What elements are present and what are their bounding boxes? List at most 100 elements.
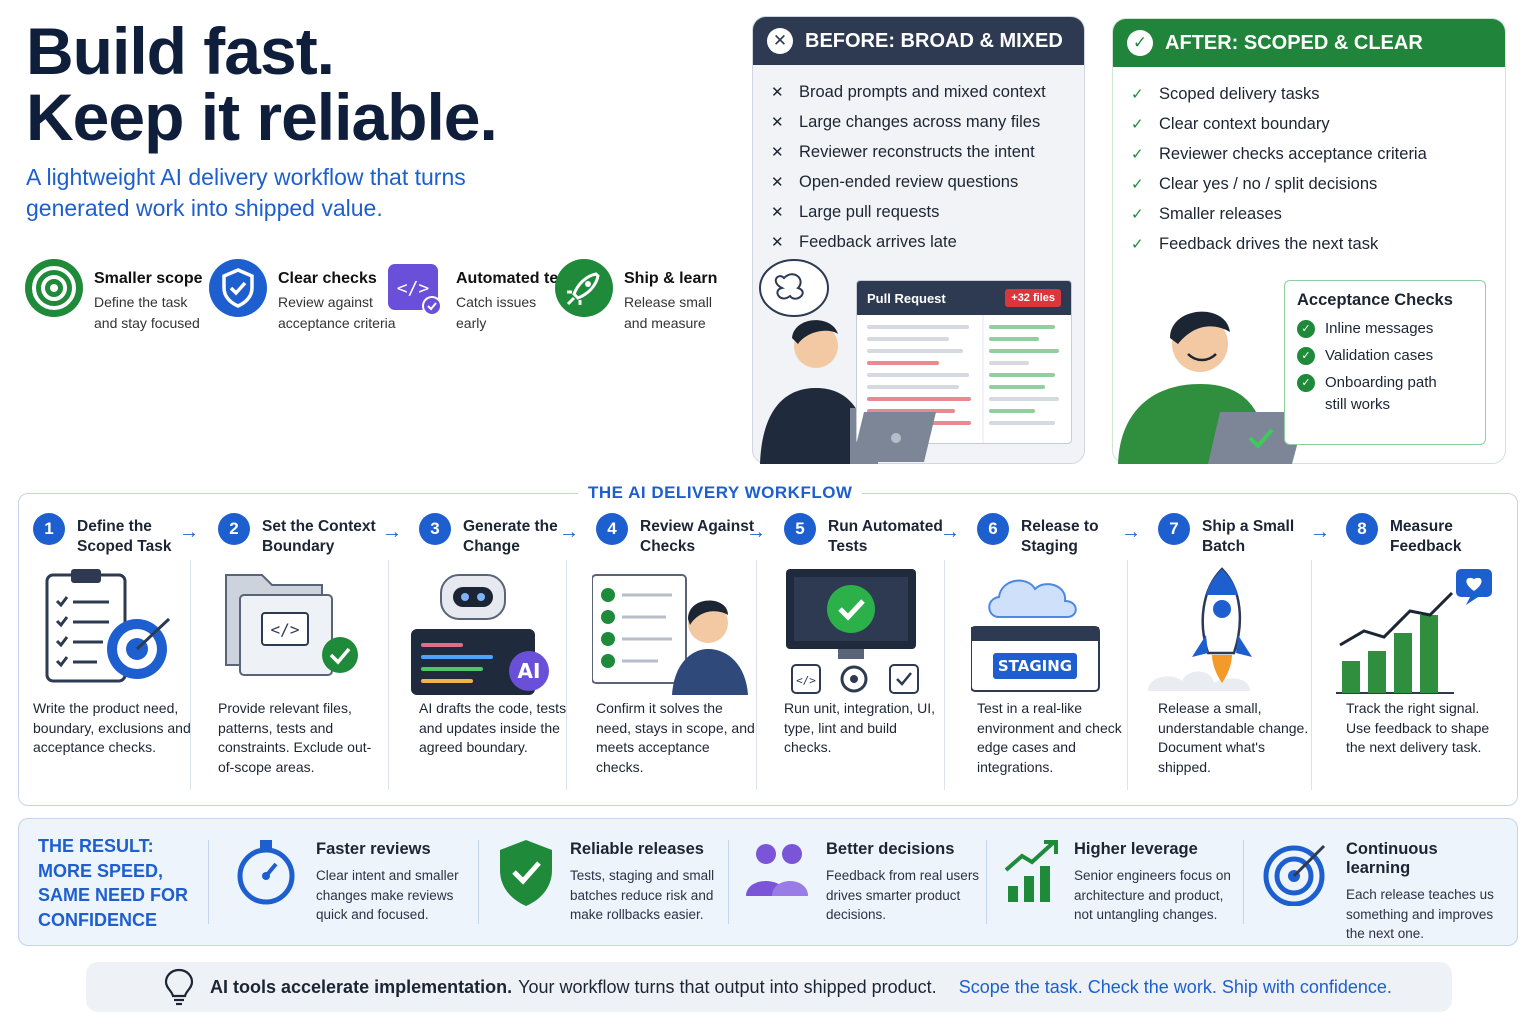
acceptance-checks-title: Acceptance Checks (1297, 291, 1453, 309)
arrow-right-icon: → (940, 521, 960, 543)
step-number: 7 (1158, 513, 1190, 545)
list-item: ✕Feedback arrives late (771, 232, 957, 252)
before-list: ✕Broad prompts and mixed context ✕Large … (753, 65, 1084, 257)
footer-text: Your workflow turns that output into shi… (518, 976, 937, 997)
pull-request-header: Pull Request +32 files (857, 281, 1071, 315)
list-item: ✓Feedback drives the next task (1131, 234, 1379, 254)
step-number: 1 (33, 513, 65, 545)
workflow-step-8: 8 Measure Feedback Track the right signa… (1336, 513, 1496, 798)
close-icon: ✕ (767, 28, 793, 54)
feature-title: Automated tests (456, 270, 582, 287)
arrow-right-icon: → (1310, 521, 1330, 543)
result-desc: Each release teaches us something and im… (1346, 887, 1494, 941)
check-icon: ✓ (1131, 206, 1144, 223)
list-item: ✓Scoped delivery tasks (1131, 84, 1320, 104)
arrow-right-icon: → (1121, 521, 1141, 543)
result-title: Reliable releases (570, 840, 704, 858)
files-badge: +32 files (1005, 289, 1061, 307)
acceptance-check-item: ✓Onboarding path still works (1297, 372, 1473, 416)
step-desc: Track the right signal. Use feedback to … (1346, 700, 1490, 756)
x-icon: ✕ (771, 84, 784, 101)
ai-badge: AI (518, 659, 541, 683)
x-icon: ✕ (771, 204, 784, 221)
step-desc: Release a small, understandable change. … (1158, 700, 1309, 775)
x-icon: ✕ (771, 114, 784, 131)
laptop-icon (852, 412, 936, 462)
list-item: ✕Large changes across many files (771, 112, 1041, 132)
stopwatch-icon (237, 840, 295, 905)
step-desc: Run unit, integration, UI, type, lint an… (784, 700, 935, 756)
page-subtitle: A lightweight AI delivery workflow that … (26, 164, 466, 221)
x-icon: ✕ (771, 174, 784, 191)
workflow-step-5: 5 Run Automated Tests → </> Run unit, in… (784, 513, 960, 798)
step-title: Run Automated Tests (828, 518, 943, 555)
reviewer-checklist-icon (592, 574, 748, 695)
result-title: Higher leverage (1074, 840, 1198, 858)
after-heading: AFTER: SCOPED & CLEAR (1165, 31, 1423, 54)
check-icon: ✓ (1131, 236, 1144, 253)
step-desc: AI drafts the code, tests and updates in… (419, 700, 567, 756)
check-icon: ✓ (1131, 146, 1144, 163)
workflow-title: THE AI DELIVERY WORKFLOW (578, 483, 863, 503)
growth-chart-icon (1004, 840, 1058, 902)
step-title: Measure Feedback (1390, 518, 1462, 555)
target-icon (1263, 844, 1326, 906)
workflow-step-1: 1 Define the Scoped Task → Write the pro… (33, 513, 199, 798)
before-header: ✕ BEFORE: BROAD & MIXED (753, 17, 1084, 65)
acceptance-checks-card: Acceptance Checks ✓Inline messages ✓Vali… (1284, 280, 1486, 445)
target-icon (25, 259, 83, 317)
happy-developer-illustration (1118, 311, 1306, 464)
svg-text:</>: </> (796, 674, 816, 687)
monitor-tests-icon: </> (786, 569, 919, 694)
confused-developer-illustration (759, 259, 878, 464)
check-icon: ✓ (1127, 30, 1153, 56)
step-number: 6 (977, 513, 1009, 545)
list-item: ✕Reviewer reconstructs the intent (771, 142, 1035, 162)
shield-check-icon (500, 840, 552, 906)
workflow-step-7: 7 Ship a Small Batch → Release a small, … (1148, 513, 1330, 798)
step-title: Review Against Checks (640, 518, 754, 555)
list-item: ✓Smaller releases (1131, 204, 1282, 224)
step-number: 2 (218, 513, 250, 545)
check-icon: ✓ (1297, 320, 1315, 338)
result-item-higher-leverage: Higher leverage Senior engineers focus o… (1004, 836, 1238, 925)
result-item-continuous-learning: Continuous learning Each release teaches… (1262, 836, 1494, 944)
workflow-step-3: 3 Generate the Change → AI AI drafts the… (411, 513, 579, 798)
list-item: ✓Reviewer checks acceptance criteria (1131, 144, 1427, 164)
step-desc: Provide relevant files, patterns, tests … (218, 700, 372, 775)
pull-request-card: Pull Request +32 files (856, 280, 1072, 444)
arrow-right-icon: → (179, 521, 199, 543)
step-desc: Confirm it solves the need, stays in sco… (596, 700, 755, 775)
after-list: ✓Scoped delivery tasks ✓Clear context bo… (1113, 67, 1505, 259)
folder-code-icon: </> (225, 574, 358, 676)
step-title: Define the Scoped Task (77, 518, 172, 555)
result-desc: Tests, staging and small batches reduce … (570, 868, 715, 922)
svg-text:</>: </> (397, 278, 430, 299)
step-title: Set the Context Boundary (262, 518, 376, 555)
workflow-step-4: 4 Review Against Checks → Confirm it sol… (592, 513, 766, 798)
users-icon (746, 844, 808, 896)
result-desc: Clear intent and smaller changes make re… (316, 868, 459, 922)
result-item-better-decisions: Better decisions Feedback from real user… (742, 836, 986, 925)
check-icon: ✓ (1131, 116, 1144, 133)
page-title: Build fast. Keep it reliable. (26, 18, 498, 154)
shield-check-icon (209, 259, 267, 317)
list-item: ✓Clear yes / no / split decisions (1131, 174, 1378, 194)
list-item: ✕Open-ended review questions (771, 172, 1019, 192)
result-desc: Senior engineers focus on architecture a… (1074, 868, 1231, 922)
list-item: ✓Clear context boundary (1131, 114, 1330, 134)
result-title: Better decisions (826, 840, 955, 858)
arrow-right-icon: → (559, 521, 579, 543)
result-title: Continuous learning (1346, 840, 1438, 877)
step-title: Release to Staging (1021, 518, 1099, 555)
feature-title: Ship & learn (624, 270, 718, 287)
staging-cloud-icon: STAGING (971, 579, 1100, 692)
step-desc: Write the product need, boundary, exclus… (33, 700, 191, 756)
footer-bold-text: AI tools accelerate implementation. (210, 976, 513, 997)
title-line-2: Keep it reliable. (26, 80, 498, 154)
staging-badge: STAGING (998, 657, 1072, 675)
